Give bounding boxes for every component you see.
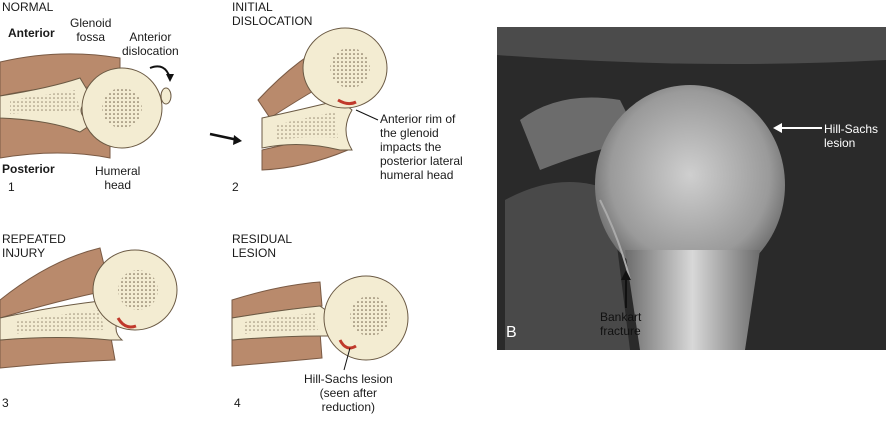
- panel-4-title: RESIDUAL LESION: [232, 232, 293, 260]
- label-bankart-fracture: Bankart fracture: [600, 310, 642, 338]
- panel-4-drawing: [231, 275, 409, 371]
- panel-3-number: 3: [2, 396, 9, 410]
- dislocation-arrow: [149, 65, 171, 79]
- label-hill-sachs-reduced: Hill-Sachs lesion (seen after reduction): [304, 372, 393, 414]
- label-hill-sachs-lesion: Hill-Sachs lesion: [824, 122, 879, 150]
- panel-3-drawing: [0, 247, 178, 369]
- xray-letter: B: [506, 324, 517, 341]
- label-anterior: Anterior: [8, 26, 55, 40]
- panel-2-title: INITIAL DISLOCATION: [232, 0, 313, 28]
- label-glenoid-fossa: Glenoid fossa: [70, 16, 112, 44]
- label-anterior-dislocation: Anterior dislocation: [122, 30, 179, 58]
- label-anterior-rim: Anterior rim of the glenoid impacts the …: [380, 112, 463, 182]
- label-posterior: Posterior: [2, 162, 55, 176]
- panel-2-drawing: [257, 27, 388, 171]
- xray-image: [497, 27, 886, 350]
- panel-4-number: 4: [234, 396, 241, 410]
- transition-arrow: [209, 132, 239, 142]
- label-humeral-head: Humeral head: [95, 164, 141, 192]
- panel-1-number: 1: [8, 180, 15, 194]
- panel-1-drawing: [0, 53, 174, 159]
- panel-1-title: NORMAL: [2, 0, 54, 14]
- panel-2-number: 2: [232, 180, 239, 194]
- panel-3-title: REPEATED INJURY: [2, 232, 66, 260]
